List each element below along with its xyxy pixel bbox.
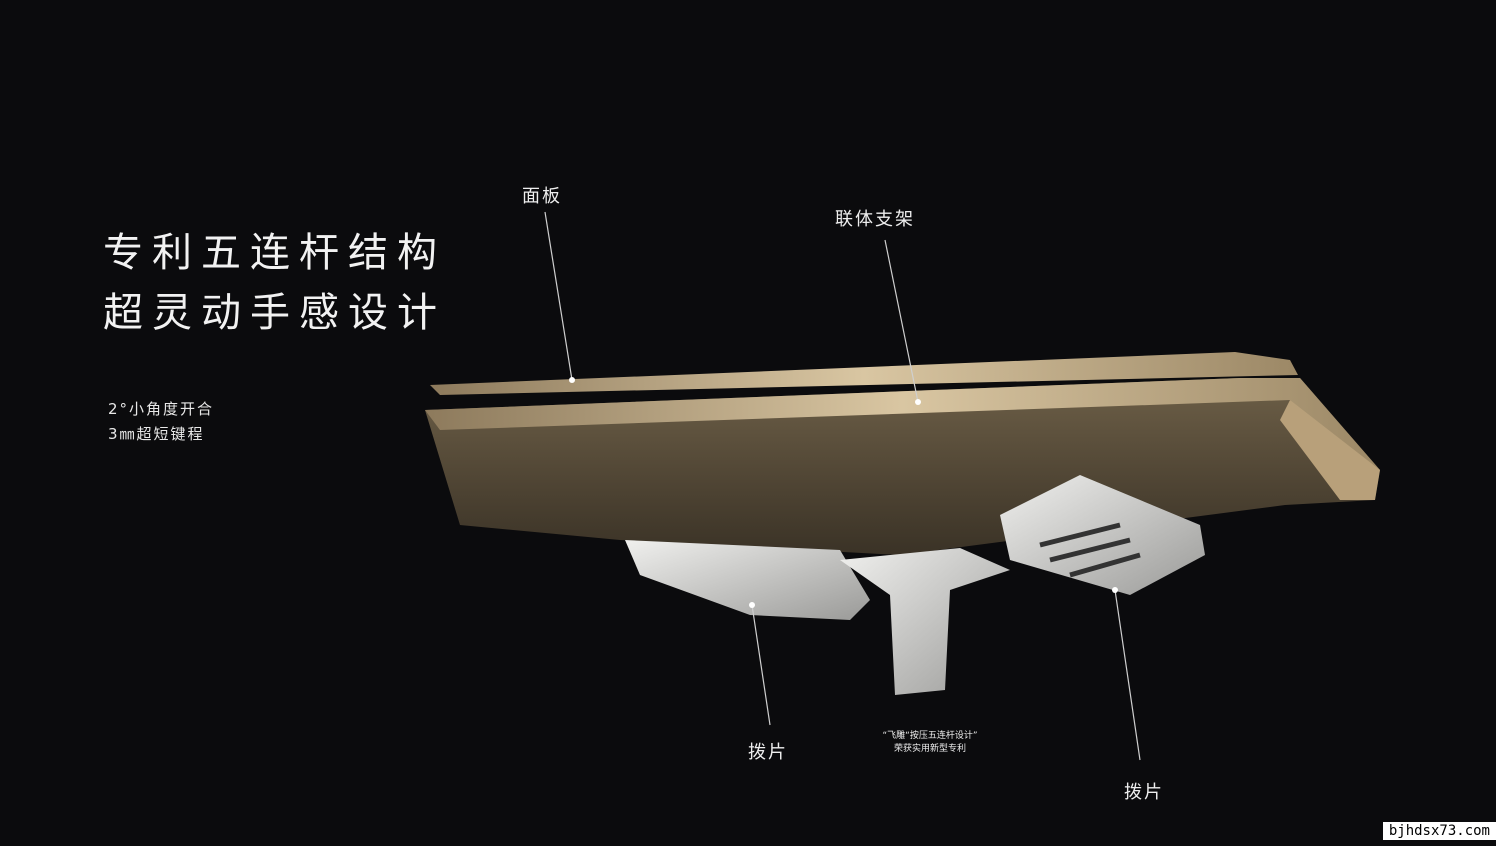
feature-travel: 3㎜超短键程 (108, 425, 205, 443)
panel-frame (425, 352, 1380, 555)
patent-note-line2: 荣获实用新型专利 (893, 744, 966, 754)
leader-lines (544, 211, 1141, 761)
left-paddle (625, 540, 870, 620)
center-hinge (840, 548, 1010, 695)
callout-paddle-left: 拨片 (748, 742, 788, 763)
callout-panel: 面板 (522, 186, 562, 207)
headline-line1: 专利五连杆结构 (103, 230, 446, 276)
right-paddle (1000, 475, 1205, 595)
patent-note-line1: “飞雕“按压五连杆设计” (882, 731, 978, 741)
callout-paddle-right: 拨片 (1124, 782, 1164, 803)
callout-bracket: 联体支架 (835, 209, 915, 230)
headline-line2: 超灵动手感设计 (103, 290, 446, 336)
feature-angle: 2°小角度开合 (108, 400, 215, 418)
patent-note: “飞雕“按压五连杆设计” 荣获实用新型专利 (860, 730, 1000, 756)
watermark: bjhdsx73.com (1382, 822, 1496, 840)
